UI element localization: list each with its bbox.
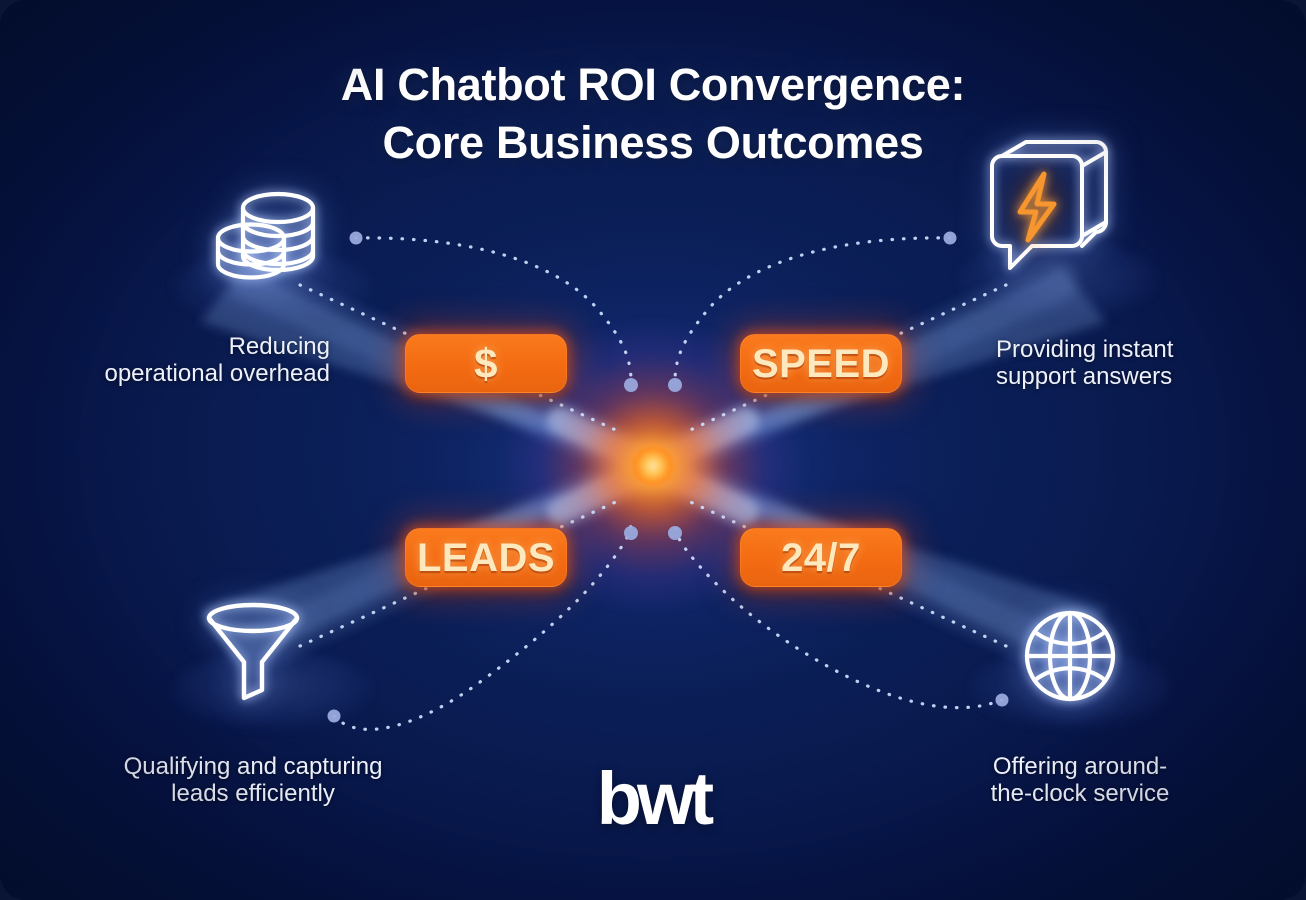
badge-leads-label: LEADS (416, 535, 556, 580)
badge-cost[interactable]: $ (405, 334, 567, 393)
title-line-1: AI Chatbot ROI Convergence: (340, 59, 966, 110)
brand-logo-text: bwt (596, 757, 714, 840)
caption-cost: Reducing operational overhead (104, 333, 330, 387)
caption-speed: Providing instant support answers (996, 336, 1174, 390)
badge-cost-label: $ (474, 339, 498, 387)
path-dot-speed (943, 231, 957, 245)
core-dot-lower-left (624, 526, 638, 540)
badge-speed[interactable]: SPEED (740, 334, 902, 393)
core-dot-upper-left (624, 378, 638, 392)
badge-availability-label: 24/7 (781, 535, 861, 580)
path-dot-availability (995, 693, 1009, 707)
path-dot-cost (349, 231, 363, 245)
title-line-2: Core Business Outcomes (382, 116, 924, 168)
page-title: AI Chatbot ROI Convergence: Core Busines… (0, 56, 1306, 171)
path-dot-leads (327, 709, 341, 723)
badge-availability[interactable]: 24/7 (740, 528, 902, 587)
core-dot-upper-right (668, 378, 682, 392)
brand-logo: bwt (0, 762, 1306, 836)
badge-leads[interactable]: LEADS (405, 528, 567, 587)
core-dot-lower-right (668, 526, 682, 540)
badge-speed-label: SPEED (751, 341, 891, 386)
